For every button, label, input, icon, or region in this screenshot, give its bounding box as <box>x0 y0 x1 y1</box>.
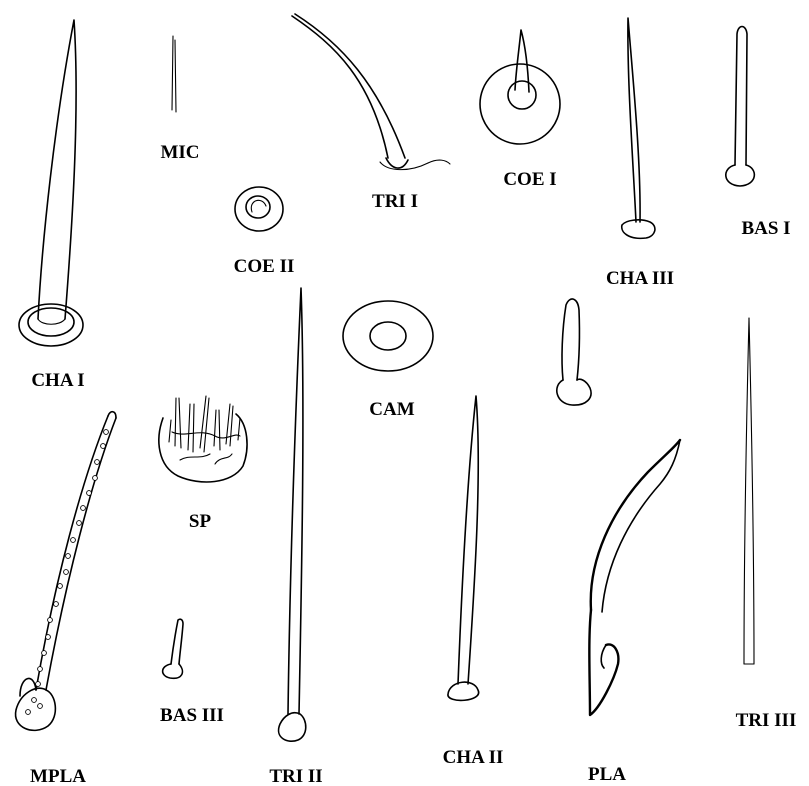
label-cha-ii: CHA II <box>443 747 504 768</box>
label-cha-iii: CHA III <box>606 268 674 289</box>
label-cam: CAM <box>369 399 414 420</box>
label-cha-i: CHA I <box>31 370 84 391</box>
sensillum-cha-iii <box>622 18 655 238</box>
label-coe-ii: COE II <box>234 256 295 277</box>
mpla-pores <box>26 430 109 715</box>
label-tri-ii: TRI II <box>269 766 322 786</box>
sensillum-mpla <box>16 412 116 731</box>
label-tri-i: TRI I <box>372 191 418 212</box>
label-pla: PLA <box>588 764 626 785</box>
sensillum-coe-ii <box>235 187 283 231</box>
sensillum-bas-iii <box>163 619 183 678</box>
label-mpla: MPLA <box>30 766 86 786</box>
sensillum-mic <box>172 36 176 112</box>
label-coe-i: COE I <box>503 169 556 190</box>
label-bas-i: BAS I <box>741 218 790 239</box>
sensillum-cam <box>343 301 433 371</box>
sensillum-coe-i <box>480 30 560 144</box>
sensillum-sp <box>159 396 247 482</box>
sensillum-pla <box>589 440 680 715</box>
sensillum-bas-ii <box>557 299 591 405</box>
label-sp: SP <box>189 511 212 532</box>
sensillum-cha-ii <box>448 396 479 700</box>
sensillum-tri-ii <box>279 288 306 741</box>
label-mic: MIC <box>160 142 199 163</box>
sensillum-bas-i <box>726 27 755 187</box>
label-tri-iii: TRI III <box>736 710 797 731</box>
label-bas-iii: BAS III <box>160 705 224 726</box>
sensillum-cha-i <box>19 20 83 346</box>
sensillum-tri-iii <box>744 318 754 664</box>
sensillum-tri-i <box>292 14 450 170</box>
